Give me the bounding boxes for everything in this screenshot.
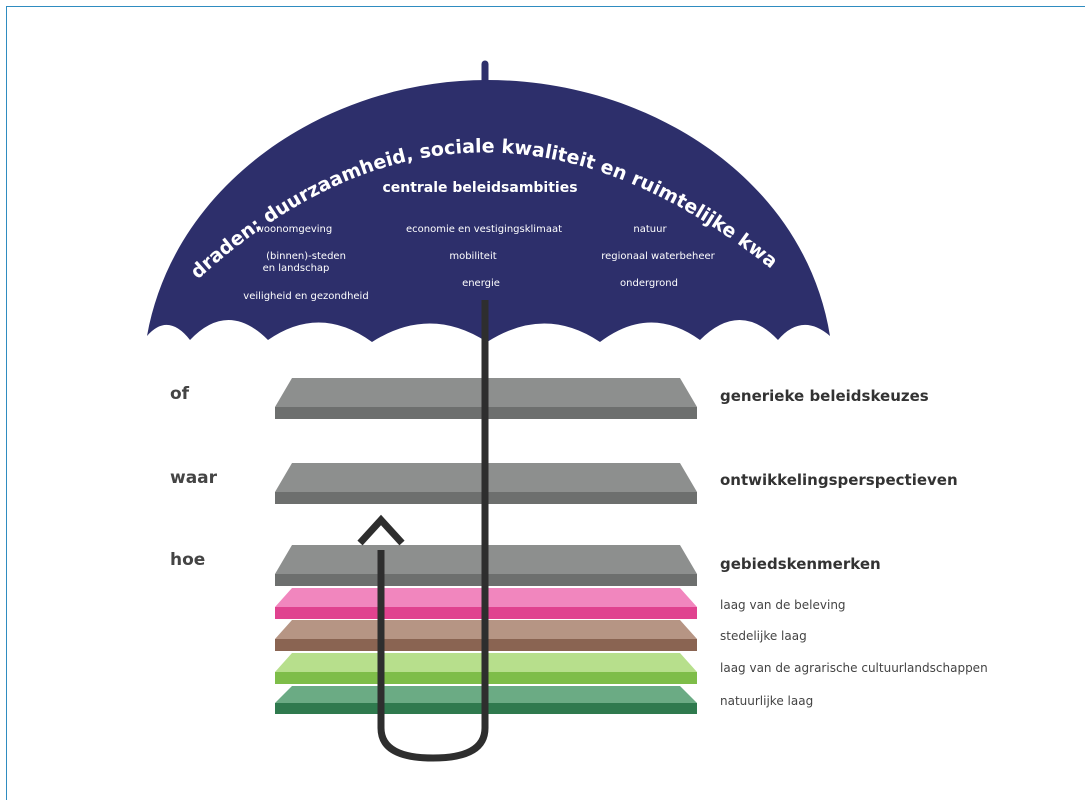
label-natuurlijk: natuurlijke laag xyxy=(720,694,813,708)
label-agrarisch: laag van de agrarische cultuurlandschapp… xyxy=(720,661,988,675)
umbrella-canopy xyxy=(147,80,830,342)
label-beleving: laag van de beleving xyxy=(720,598,846,612)
label-generieke-beleidskeuzes: generieke beleidskeuzes xyxy=(720,387,929,405)
ambition-ondergrond: ondergrond xyxy=(620,278,678,289)
label-stedelijk: stedelijke laag xyxy=(720,629,807,643)
label-ontwikkelingsperspectieven: ontwikkelingsperspectieven xyxy=(720,471,958,489)
umbrella-hook xyxy=(377,550,489,762)
label-gebiedskenmerken: gebiedskenmerken xyxy=(720,555,881,573)
ambition-veiligheid: veiligheid en gezondheid xyxy=(243,291,368,302)
ambition-waterbeheer: regionaal waterbeheer xyxy=(601,251,715,262)
ambition-landschap: en landschap xyxy=(263,263,330,274)
ambition-natuur: natuur xyxy=(633,224,667,235)
ambition-steden: (binnen)-steden xyxy=(266,251,346,262)
arrow-up-icon xyxy=(357,514,405,546)
ambition-energie: energie xyxy=(462,278,500,289)
ambition-mobiliteit: mobiliteit xyxy=(449,251,496,262)
figure-frame xyxy=(6,6,1085,800)
question-of: of xyxy=(170,384,190,404)
ambition-woonomgeving: woonomgeving xyxy=(256,224,333,235)
ambition-economie: economie en vestigingsklimaat xyxy=(406,224,562,235)
umbrella-subtitle: centrale beleidsambities xyxy=(382,180,577,196)
question-hoe: hoe xyxy=(170,550,205,570)
question-waar: waar xyxy=(170,468,218,488)
